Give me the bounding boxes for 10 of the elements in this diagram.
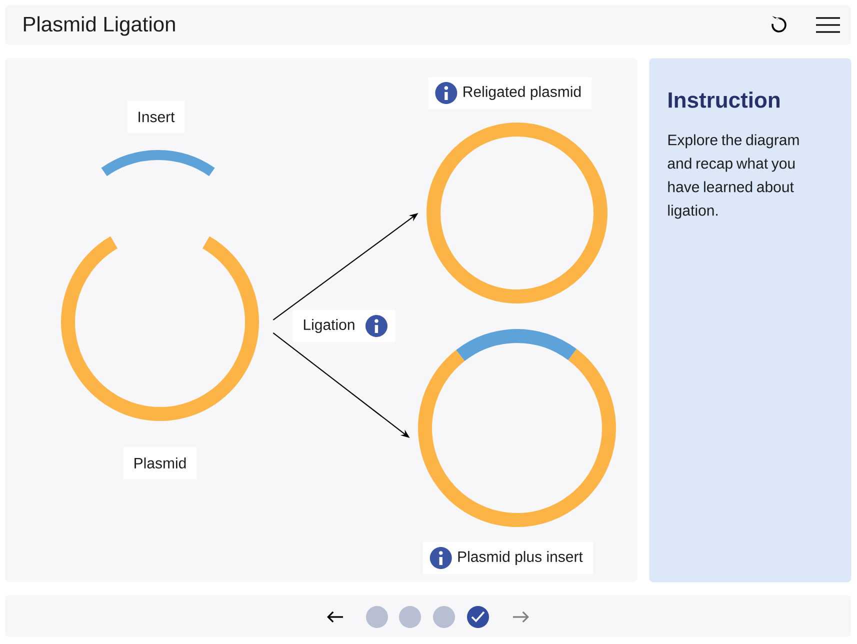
religated-plasmid-drawing [426,122,608,304]
label-box: Plasmid [123,447,197,479]
label-box: Insert [127,101,185,133]
page-title: Plasmid Ligation [24,16,175,36]
label-box: Plasmid plus insert [423,542,593,574]
instruction-panel: Instruction Explore the diagram and recap what you have learned about ligation. [649,58,852,582]
cut-plasmid-drawing [61,236,259,421]
recombinant-plasmid-drawing [418,329,616,527]
label-box: Ligation [292,310,396,342]
label-box: Religated plasmid [428,77,592,109]
